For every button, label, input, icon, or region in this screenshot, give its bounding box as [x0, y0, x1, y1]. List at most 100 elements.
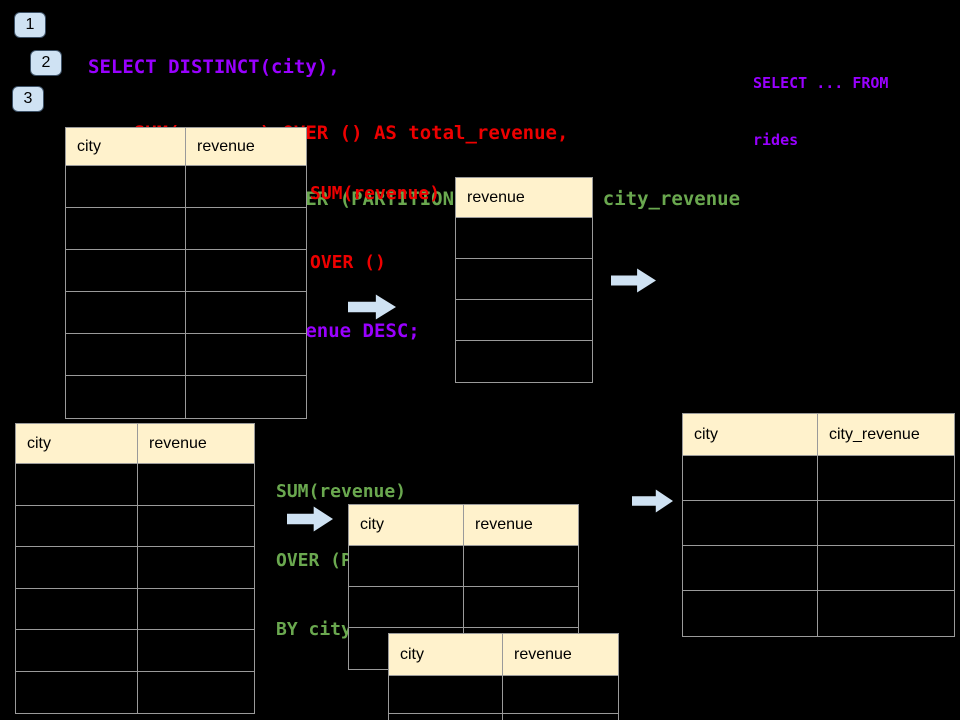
table-rides-source-top: city revenue — [65, 127, 307, 419]
table-body — [683, 456, 954, 636]
table-row — [683, 456, 954, 501]
table-row — [16, 505, 254, 547]
window-total-label-line: SUM(revenue) — [310, 183, 441, 204]
table-row — [66, 334, 306, 376]
table-row — [66, 166, 306, 208]
table-cell — [138, 672, 254, 714]
table-row — [389, 714, 618, 720]
table-header-row: city revenue — [66, 128, 306, 166]
table-cell — [503, 676, 618, 714]
column-header-revenue: revenue — [464, 505, 578, 546]
table-row — [66, 250, 306, 292]
sql-side-note-line: rides — [753, 131, 799, 149]
table-row — [16, 547, 254, 589]
table-row — [456, 341, 592, 382]
window-total-label: SUM(revenue) OVER () — [310, 136, 440, 320]
step-badge-label: 3 — [23, 90, 33, 107]
table-cell — [186, 292, 306, 334]
column-header-city: city — [349, 505, 464, 546]
table-cell — [138, 547, 254, 589]
column-header-revenue: revenue — [456, 178, 592, 218]
table-cell — [818, 456, 954, 501]
sql-side-note: SELECT ... FROM rides — [753, 36, 888, 188]
table-cell — [818, 501, 954, 546]
table-row — [683, 501, 954, 546]
table-row — [456, 300, 592, 341]
table-cell — [186, 334, 306, 376]
table-cell — [66, 334, 186, 376]
table-cell — [138, 506, 254, 547]
step-badge-1: 1 — [14, 12, 46, 38]
table-row — [683, 591, 954, 636]
table-cell — [66, 292, 186, 334]
table-cell — [683, 501, 818, 546]
step-badge-label: 1 — [25, 16, 35, 33]
table-cell — [16, 671, 138, 713]
table-row — [456, 218, 592, 259]
table-row — [16, 671, 254, 714]
table-cell — [456, 218, 592, 259]
table-header-row: city revenue — [389, 634, 618, 676]
table-cell — [186, 376, 306, 418]
sql-line-select: SELECT DISTINCT(city), — [88, 56, 340, 78]
table-header-row: city revenue — [16, 424, 254, 464]
table-row — [389, 676, 618, 714]
table-cell — [16, 464, 138, 506]
arrow-right-icon — [632, 489, 673, 513]
step-badge-3: 3 — [12, 86, 44, 112]
table-cell — [389, 676, 503, 714]
table-row — [349, 587, 578, 628]
column-header-revenue: revenue — [186, 128, 306, 166]
table-cell — [138, 589, 254, 630]
table-header-row: city city_revenue — [683, 414, 954, 456]
table-cell — [16, 630, 138, 672]
table-cell — [66, 376, 186, 418]
window-total-label-line: OVER () — [310, 252, 386, 273]
table-cell — [818, 591, 954, 636]
table-cell — [456, 300, 592, 341]
column-header-city: city — [16, 424, 138, 464]
window-partition-label-line: SUM(revenue) — [276, 481, 407, 502]
sql-side-note-line: SELECT ... FROM — [753, 74, 889, 92]
table-cell — [16, 547, 138, 589]
column-header-city: city — [389, 634, 503, 676]
table-row — [683, 546, 954, 591]
column-header-city: city — [683, 414, 818, 456]
table-cell — [66, 250, 186, 292]
column-header-city-revenue: city_revenue — [818, 414, 954, 456]
table-cell — [16, 505, 138, 547]
table-body — [456, 218, 592, 382]
table-cell — [683, 456, 818, 501]
table-row — [66, 292, 306, 334]
table-cell — [456, 341, 592, 382]
table-body — [16, 464, 254, 713]
table-row — [16, 588, 254, 630]
table-row — [456, 259, 592, 300]
table-body — [389, 676, 618, 720]
table-cell — [349, 587, 464, 628]
table-cell — [186, 208, 306, 250]
table-cell — [683, 546, 818, 591]
table-header-row: revenue — [456, 178, 592, 218]
table-row — [66, 376, 306, 418]
table-cell — [66, 208, 186, 250]
table-partition-step-overlay: city revenue — [388, 633, 619, 720]
table-cell — [138, 630, 254, 672]
table-cell — [138, 464, 254, 506]
column-header-revenue: revenue — [503, 634, 618, 676]
table-header-row: city revenue — [349, 505, 578, 546]
table-cell — [186, 166, 306, 208]
step-badge-label: 2 — [41, 54, 51, 71]
table-cell — [456, 259, 592, 300]
column-header-revenue: revenue — [138, 424, 254, 464]
table-cell — [389, 714, 503, 720]
table-cell — [66, 166, 186, 208]
column-header-city: city — [66, 128, 186, 166]
table-cell — [186, 250, 306, 292]
table-body — [66, 166, 306, 418]
table-row — [66, 208, 306, 250]
table-cell — [16, 588, 138, 630]
table-total-revenue-result: revenue — [455, 177, 593, 383]
table-row — [16, 464, 254, 506]
